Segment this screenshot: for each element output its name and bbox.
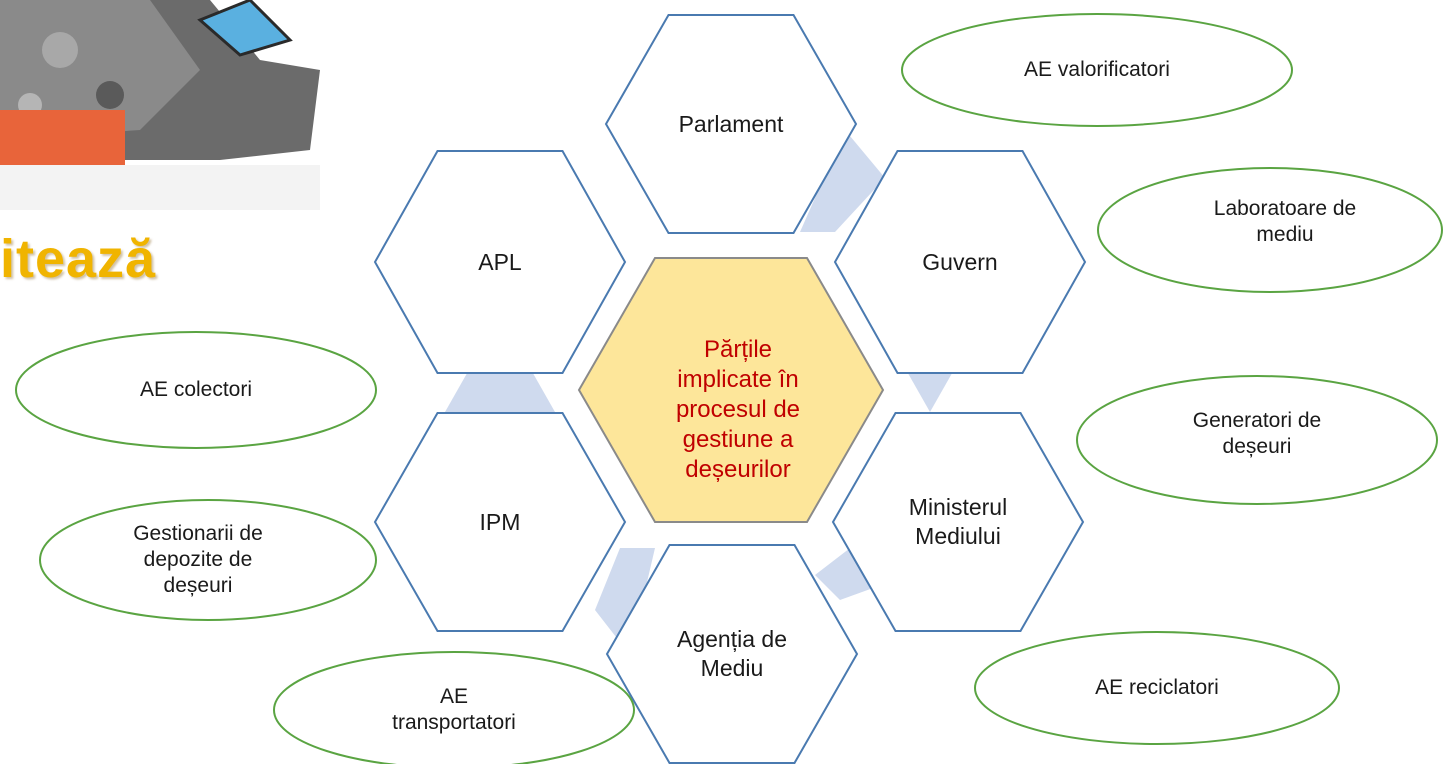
hex-guvern bbox=[833, 150, 1087, 374]
illustration-shadow bbox=[0, 165, 320, 210]
connector-band bbox=[445, 368, 555, 412]
illustration-orange-bar bbox=[0, 110, 125, 165]
hex-ipm bbox=[373, 412, 627, 632]
connector-band bbox=[905, 368, 955, 412]
title-fragment: itează bbox=[0, 229, 157, 289]
hex-parlament bbox=[604, 14, 858, 234]
oval-ae-transportatori bbox=[273, 651, 635, 764]
oval-ae-reciclatori bbox=[974, 631, 1340, 745]
illustration-stone bbox=[42, 32, 78, 68]
illustration-blue-shape bbox=[197, 0, 293, 57]
illustration-stone bbox=[96, 81, 124, 109]
hex-apl bbox=[373, 150, 627, 374]
illustration-rock-shade bbox=[0, 0, 200, 140]
oval-generatori-de-deseuri bbox=[1076, 375, 1438, 505]
oval-laboratoare-de-mediu bbox=[1097, 167, 1443, 293]
connector-band bbox=[595, 548, 655, 655]
oval-gestionarii-de-depozite bbox=[39, 499, 377, 621]
connector-band bbox=[800, 130, 885, 232]
oval-ae-valorificatori bbox=[901, 13, 1293, 127]
logo-illustration bbox=[0, 0, 320, 210]
hex-agentia-de-mediu bbox=[605, 544, 859, 764]
oval-ae-colectori bbox=[15, 331, 377, 449]
hex-center bbox=[577, 257, 885, 523]
hex-ministerul-mediului bbox=[831, 412, 1085, 632]
